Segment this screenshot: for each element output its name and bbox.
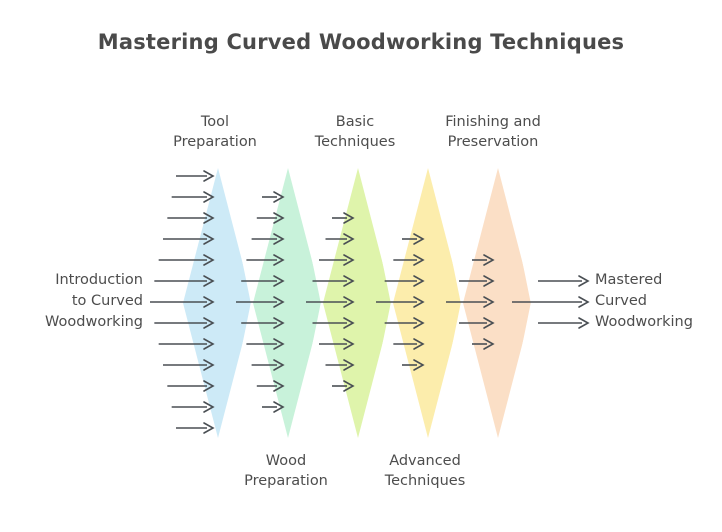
flow-arrow-head bbox=[343, 254, 355, 266]
page-title: Mastering Curved Woodworking Techniques bbox=[97, 30, 625, 54]
funnel-stage-body bbox=[323, 168, 393, 438]
flow-arrow-head bbox=[203, 170, 215, 182]
flow-arrow-head bbox=[343, 296, 355, 308]
flow-arrows-into-stage-2 bbox=[236, 191, 285, 413]
flow-arrow-head bbox=[483, 296, 495, 308]
flow-arrows-into-stage-3 bbox=[306, 212, 355, 392]
flow-arrow-head bbox=[413, 338, 425, 350]
flow-arrow-head bbox=[343, 212, 355, 224]
flow-arrow-head bbox=[203, 401, 215, 413]
flow-arrow-head bbox=[413, 359, 425, 371]
flow-arrow-head bbox=[483, 275, 495, 287]
flow-arrow-head bbox=[343, 338, 355, 350]
flow-arrow-head bbox=[203, 296, 215, 308]
funnel-stage-highlight bbox=[433, 169, 464, 437]
flow-arrow-head bbox=[203, 317, 215, 329]
flow-arrow-head bbox=[273, 254, 285, 266]
flow-arrows-into-stage-1 bbox=[150, 170, 215, 434]
flow-arrow-head bbox=[273, 338, 285, 350]
stage-label-finishing-preservation: Finishing and Preservation bbox=[445, 114, 541, 150]
flow-arrows-into-stage-4 bbox=[376, 233, 425, 371]
flow-arrow-head bbox=[343, 233, 355, 245]
funnel-stage-body bbox=[393, 168, 463, 438]
funnel-stage-highlight bbox=[223, 169, 254, 437]
flow-arrow-head bbox=[273, 233, 285, 245]
funnel-stage-highlight bbox=[503, 169, 534, 437]
flow-arrow-head bbox=[578, 275, 590, 287]
funnel-stage-5 bbox=[463, 168, 534, 438]
funnel-stage-body bbox=[183, 168, 253, 438]
flow-arrow-head bbox=[273, 317, 285, 329]
flow-arrow-head bbox=[483, 338, 495, 350]
flow-arrows-into-stage-5 bbox=[446, 254, 495, 350]
flow-arrow-head bbox=[343, 380, 355, 392]
funnel-stage-3 bbox=[323, 168, 394, 438]
flow-arrow-head bbox=[203, 254, 215, 266]
flow-arrow-head bbox=[273, 275, 285, 287]
flow-arrow-head bbox=[203, 338, 215, 350]
funnel-stage-2 bbox=[253, 168, 324, 438]
flow-arrow-head bbox=[203, 191, 215, 203]
flow-arrow-head bbox=[413, 317, 425, 329]
flow-arrow-head bbox=[203, 359, 215, 371]
flow-arrow-head bbox=[273, 212, 285, 224]
flow-arrow-head bbox=[203, 212, 215, 224]
funnel-stage-body bbox=[253, 168, 323, 438]
flow-arrow-head bbox=[413, 275, 425, 287]
flow-arrow-head bbox=[343, 359, 355, 371]
flow-arrow-head bbox=[343, 275, 355, 287]
flow-arrow-head bbox=[413, 233, 425, 245]
funnel-stage-1 bbox=[183, 168, 254, 438]
flow-arrow-head bbox=[203, 275, 215, 287]
flow-arrow-head bbox=[273, 296, 285, 308]
input-label: Introduction to Curved Woodworking bbox=[45, 272, 143, 330]
stage-label-wood-preparation: Wood Preparation bbox=[244, 453, 328, 489]
funnel-stage-highlight bbox=[363, 169, 394, 437]
flow-arrow-head bbox=[483, 317, 495, 329]
flow-arrow-head bbox=[413, 254, 425, 266]
funnel-stage-4 bbox=[393, 168, 464, 438]
flow-arrow-head bbox=[203, 380, 215, 392]
flow-arrow-head bbox=[343, 317, 355, 329]
flow-arrow-head bbox=[203, 233, 215, 245]
flow-arrow-head bbox=[578, 317, 590, 329]
flow-arrow-head bbox=[273, 401, 285, 413]
funnel-stage-highlight bbox=[293, 169, 324, 437]
flow-arrow-head bbox=[203, 422, 215, 434]
output-label: Mastered Curved Woodworking bbox=[595, 272, 693, 330]
flow-arrow-head bbox=[273, 191, 285, 203]
stage-label-basic-techniques: Basic Techniques bbox=[314, 114, 396, 150]
flow-arrow-head bbox=[273, 380, 285, 392]
flow-arrow-head bbox=[273, 359, 285, 371]
flow-arrow-head bbox=[578, 296, 590, 308]
stage-label-tool-preparation: Tool Preparation bbox=[173, 114, 257, 150]
funnel-stage-body bbox=[463, 168, 533, 438]
flow-arrow-head bbox=[483, 254, 495, 266]
stage-label-advanced-techniques: Advanced Techniques bbox=[384, 453, 466, 489]
flow-arrow-head bbox=[413, 296, 425, 308]
flow-arrows-output bbox=[512, 275, 590, 329]
